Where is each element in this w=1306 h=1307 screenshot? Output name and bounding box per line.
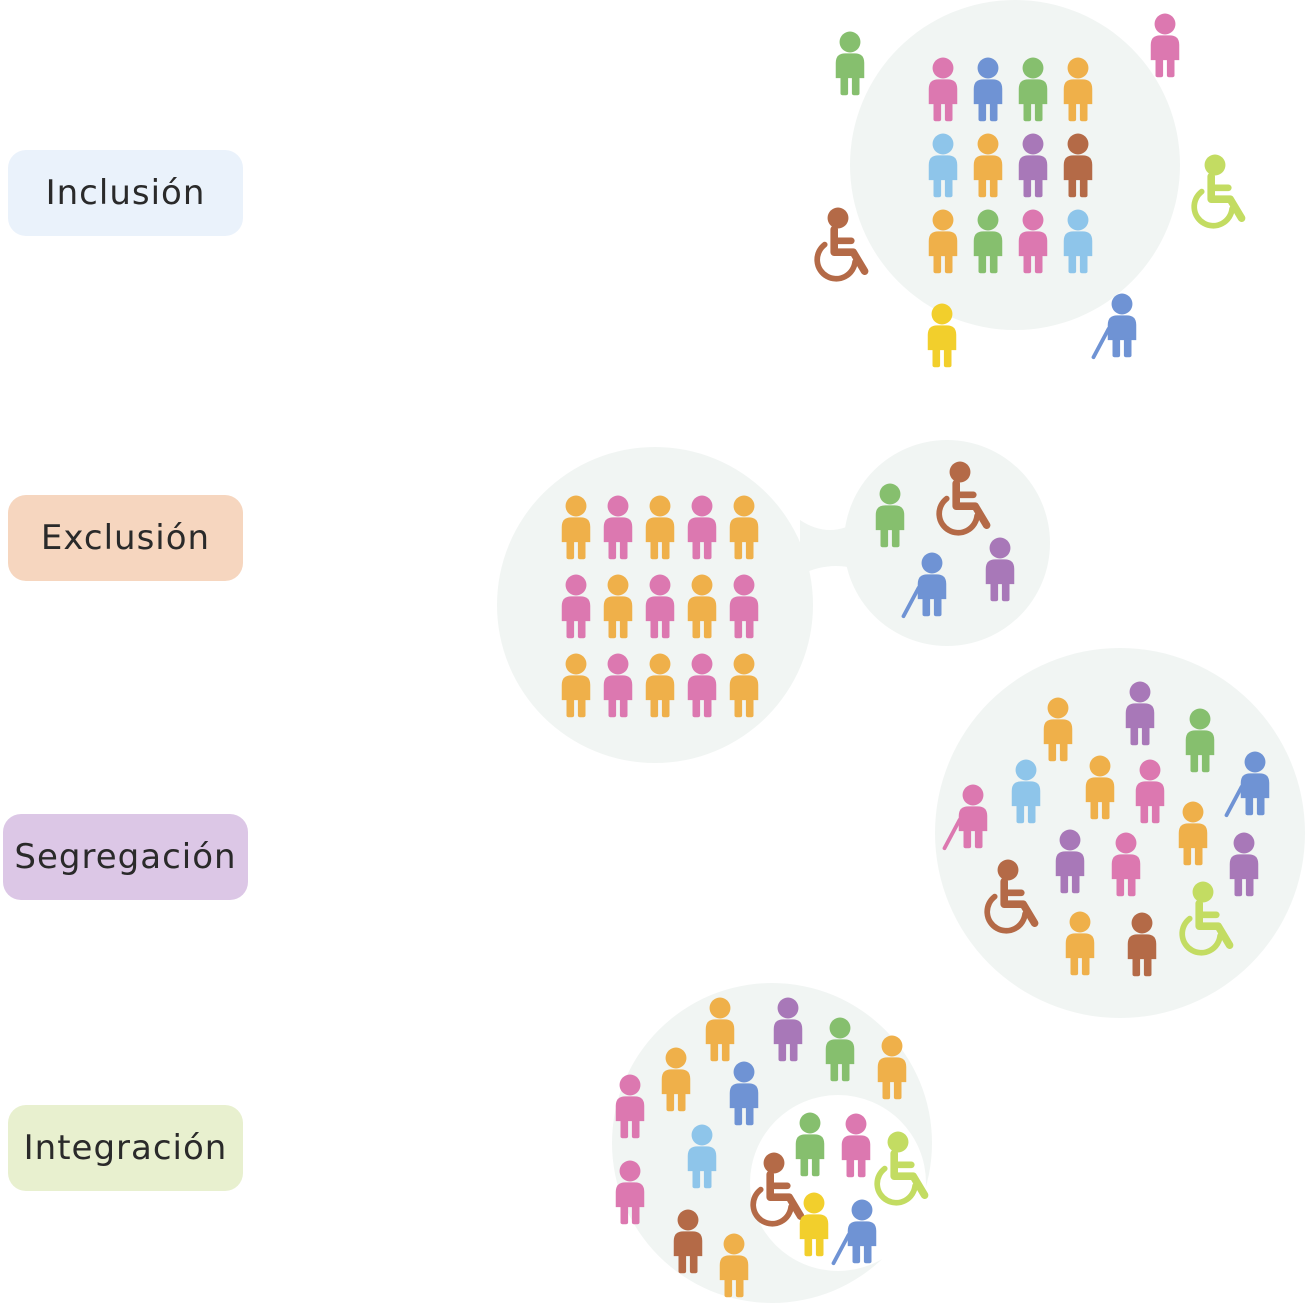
person-icon — [877, 1035, 907, 1100]
person-icon — [1135, 759, 1165, 824]
person-icon — [1125, 681, 1155, 746]
person-icon — [1063, 133, 1093, 198]
cane-user-icon — [831, 1199, 877, 1266]
person-icon — [687, 1124, 717, 1189]
person-icon — [1178, 801, 1208, 866]
label-exclusion: Exclusión — [8, 495, 243, 581]
person-icon — [1085, 755, 1115, 820]
person-icon — [841, 1113, 871, 1178]
person-icon — [835, 31, 865, 96]
wheelchair-user-icon — [1191, 154, 1246, 229]
person-icon — [1018, 57, 1048, 122]
person-icon — [645, 495, 675, 560]
integracion-inner-circle — [750, 1095, 926, 1271]
cane-user-icon — [901, 552, 947, 619]
person-icon — [1111, 832, 1141, 897]
person-icon — [1127, 912, 1157, 977]
exclusion-connector — [800, 520, 860, 575]
person-icon — [928, 209, 958, 274]
person-icon — [561, 653, 591, 718]
person-icon — [705, 997, 735, 1062]
person-icon — [615, 1074, 645, 1139]
label-segregacion: Segregación — [3, 814, 248, 900]
person-icon — [603, 495, 633, 560]
person-icon — [1229, 832, 1259, 897]
person-icon — [661, 1047, 691, 1112]
person-icon — [673, 1209, 703, 1274]
person-icon — [687, 495, 717, 560]
person-icon — [825, 1017, 855, 1082]
person-icon — [1018, 133, 1048, 198]
wheelchair-user-icon — [936, 461, 991, 536]
person-icon — [561, 495, 591, 560]
wheelchair-user-icon — [1179, 881, 1234, 956]
person-icon — [1185, 708, 1215, 773]
person-icon — [973, 133, 1003, 198]
cane-user-icon — [1224, 751, 1270, 818]
wheelchair-user-icon — [984, 859, 1039, 934]
person-icon — [928, 133, 958, 198]
person-icon — [719, 1233, 749, 1298]
person-icon — [927, 303, 957, 368]
person-icon — [687, 653, 717, 718]
person-icon — [985, 537, 1015, 602]
person-icon — [973, 209, 1003, 274]
person-icon — [1063, 57, 1093, 122]
cane-user-icon — [942, 784, 988, 851]
person-icon — [1065, 911, 1095, 976]
person-icon — [603, 653, 633, 718]
wheelchair-user-icon — [874, 1131, 929, 1206]
person-icon — [1055, 829, 1085, 894]
person-icon — [645, 653, 675, 718]
exclusion-small-circle — [844, 440, 1050, 646]
person-icon — [875, 483, 905, 548]
label-integracion: Integración — [8, 1105, 243, 1191]
person-icon — [645, 574, 675, 639]
person-icon — [799, 1192, 829, 1257]
person-icon — [928, 57, 958, 122]
person-icon — [615, 1160, 645, 1225]
person-icon — [729, 574, 759, 639]
wheelchair-user-icon — [814, 207, 869, 282]
person-icon — [1018, 209, 1048, 274]
inclusion-circle — [850, 0, 1180, 330]
person-icon — [729, 1061, 759, 1126]
person-icon — [773, 997, 803, 1062]
person-icon — [973, 57, 1003, 122]
person-icon — [1011, 759, 1041, 824]
cane-user-icon — [1091, 293, 1137, 360]
segregacion-circle — [935, 648, 1305, 1018]
person-icon — [561, 574, 591, 639]
person-icon — [603, 574, 633, 639]
person-icon — [687, 574, 717, 639]
person-icon — [729, 653, 759, 718]
label-inclusion: Inclusión — [8, 150, 243, 236]
wheelchair-user-icon — [750, 1152, 805, 1227]
person-icon — [729, 495, 759, 560]
person-icon — [1043, 697, 1073, 762]
person-icon — [795, 1112, 825, 1177]
person-icon — [1063, 209, 1093, 274]
person-icon — [1150, 13, 1180, 78]
